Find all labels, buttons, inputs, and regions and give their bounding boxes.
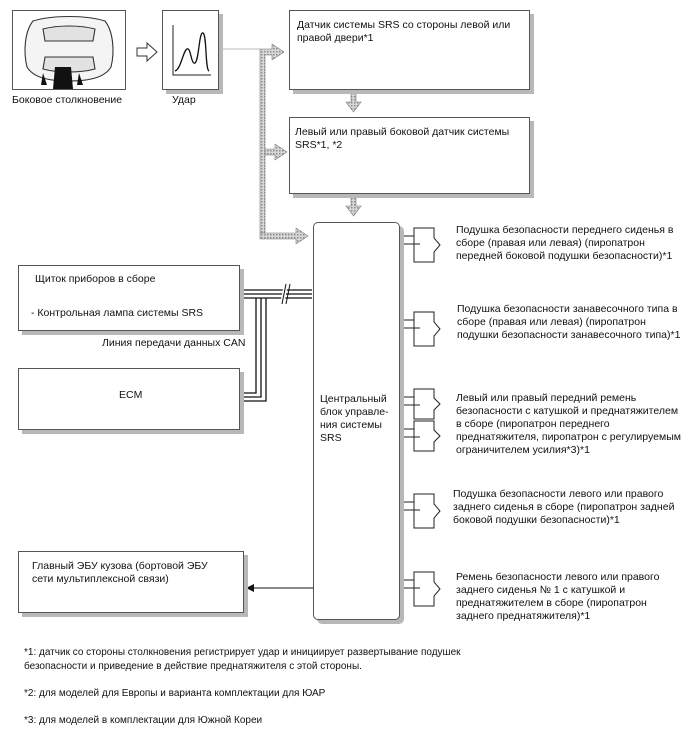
car-collision-icon [24, 16, 114, 89]
hollow-arrow-icon [136, 41, 158, 63]
srs-warning-lamp-label: - Контрольная лампа системы SRS [31, 307, 204, 319]
impact-label: Удар [172, 94, 196, 106]
instrument-cluster-box: Щиток приборов в сборе - Контрольная лам… [18, 265, 240, 331]
body-ecu-box: Главный ЭБУ кузова (бортовой ЭБУ сети му… [18, 551, 244, 613]
cluster-title: Щиток приборов в сборе [35, 273, 156, 285]
squib-connectors [400, 227, 441, 607]
output-rear-seatbelt-pretensioner: Ремень безопасности левого или правого з… [456, 571, 660, 622]
side-sensor-label: Левый или правый боковой датчик системы … [295, 126, 510, 151]
output-rear-seat-airbag: Подушка безопасности левого или правого … [453, 488, 675, 526]
footnote-3: *3: для моделей в комплектации для Южной… [24, 715, 263, 726]
door-sensor-box: Датчик системы SRS со стороны левой или … [289, 10, 530, 90]
ecm-box: ECM [18, 368, 240, 430]
collision-label: Боковое столкновение [12, 94, 123, 106]
footnote-2: *2: для моделей для Европы и варианта ко… [24, 688, 326, 699]
output-front-seatbelt-pretensioner: Левый или правый передний ремень безопас… [456, 392, 681, 456]
can-bus-lines [240, 283, 312, 402]
dotted-signal-paths [219, 43, 362, 245]
door-sensor-label: Датчик системы SRS со стороны левой или … [297, 19, 511, 44]
center-unit-label: Центральный блок управле-ния системы SRS [320, 393, 389, 444]
body-ecu-arrow [246, 584, 313, 592]
ecm-label: ECM [119, 389, 143, 401]
output-curtain-airbag: Подушка безопасности занавесочного типа … [457, 303, 681, 341]
can-line-label: Линия передачи данных CAN [102, 337, 246, 349]
body-ecu-label: Главный ЭБУ кузова (бортовой ЭБУ сети му… [32, 560, 208, 585]
srs-center-unit-box: Центральный блок управле-ния системы SRS [313, 222, 400, 620]
footnote-1: *1: датчик со стороны столкновения регис… [24, 647, 461, 672]
impact-graph-illustration [162, 10, 219, 90]
output-front-seat-airbag: Подушка безопасности переднего сиденья в… [456, 224, 674, 262]
impact-waveform-icon [172, 25, 211, 76]
side-collision-illustration [12, 10, 126, 90]
side-sensor-box: Левый или правый боковой датчик системы … [289, 117, 530, 194]
